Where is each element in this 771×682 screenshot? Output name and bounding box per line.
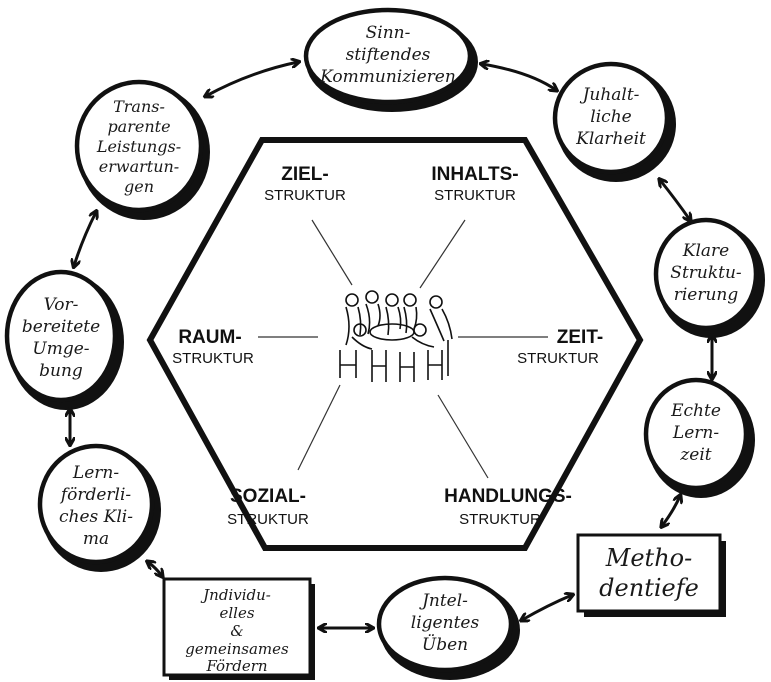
svg-text:stiftendes: stiftendes bbox=[346, 45, 431, 65]
svg-text:zeit: zeit bbox=[679, 445, 711, 465]
svg-text:Kommunizieren: Kommunizieren bbox=[319, 67, 456, 87]
transparente-leistungserwartungen-bubble: Trans- parente Leistungs- erwartun- gen bbox=[74, 79, 210, 220]
svg-text:Sinn-: Sinn- bbox=[366, 23, 411, 43]
sozial-structure-label: SOZIAL- STRUKTUR bbox=[227, 486, 309, 528]
hexagon-spokes bbox=[258, 219, 548, 479]
svg-text:STRUKTUR: STRUKTUR bbox=[517, 350, 599, 367]
svg-text:Fördern: Fördern bbox=[205, 657, 267, 675]
intelligentes-ueben-bubble: Jntel- ligentes Üben bbox=[376, 575, 520, 680]
svg-text:elles: elles bbox=[219, 604, 254, 622]
arrow-echte-methoden bbox=[662, 496, 680, 526]
lernfoerderliches-klima-bubble: Lern- förderli- ches Kli- ma bbox=[37, 443, 161, 572]
ziel-structure-label: ZIEL- STRUKTUR bbox=[264, 164, 346, 204]
group-of-people-icon bbox=[339, 290, 453, 382]
svg-text:Umge-: Umge- bbox=[32, 339, 89, 359]
svg-text:ZEIT-: ZEIT- bbox=[557, 327, 603, 348]
raum-structure-label: RAUM- STRUKTUR bbox=[172, 327, 254, 367]
svg-text:ligentes: ligentes bbox=[411, 613, 480, 633]
svg-text:Trans-: Trans- bbox=[113, 97, 165, 116]
svg-text:SOZIAL-: SOZIAL- bbox=[230, 486, 306, 507]
arrow-individuelles-lernfoerderliches bbox=[148, 562, 162, 576]
svg-text:Metho-: Metho- bbox=[605, 544, 692, 572]
echte-lernzeit-bubble: Echte Lern- zeit bbox=[643, 377, 755, 498]
sinnstiftendes-kommunizieren-bubble: Sinn- stiftendes Kommunizieren bbox=[303, 7, 478, 112]
svg-text:Jntel-: Jntel- bbox=[419, 591, 468, 611]
arrow-sinnstiftendes-inhaltliche bbox=[482, 64, 556, 90]
svg-text:Üben: Üben bbox=[422, 634, 468, 655]
svg-text:liche: liche bbox=[590, 107, 631, 127]
svg-text:&: & bbox=[230, 622, 243, 640]
svg-text:förderli-: förderli- bbox=[59, 485, 132, 505]
svg-text:STRUKTUR: STRUKTUR bbox=[459, 511, 541, 528]
svg-text:STRUKTUR: STRUKTUR bbox=[172, 350, 254, 367]
svg-text:STRUKTUR: STRUKTUR bbox=[264, 187, 346, 204]
svg-text:parente: parente bbox=[107, 117, 170, 136]
individuelles-foerdern-box: Jndividu- elles & gemeinsames Fördern bbox=[162, 577, 315, 680]
svg-text:Vor-: Vor- bbox=[44, 295, 79, 315]
svg-text:bereitete: bereitete bbox=[22, 317, 100, 337]
svg-text:Lern-: Lern- bbox=[72, 463, 119, 483]
structure-hexagon bbox=[146, 137, 644, 551]
arrow-inhaltliche-klare bbox=[660, 180, 690, 220]
svg-text:Lern-: Lern- bbox=[672, 423, 719, 443]
inhalts-structure-label: INHALTS- STRUKTUR bbox=[431, 164, 518, 204]
vorbereitete-umgebung-bubble: Vor- bereitete Umge- bung bbox=[4, 269, 124, 410]
svg-text:Juhalt-: Juhalt- bbox=[580, 85, 640, 105]
svg-text:Leistungs-: Leistungs- bbox=[96, 137, 181, 156]
svg-text:dentiefe: dentiefe bbox=[599, 574, 699, 602]
svg-text:Klarheit: Klarheit bbox=[575, 129, 646, 149]
svg-text:HANDLUNGS-: HANDLUNGS- bbox=[444, 486, 572, 507]
svg-text:RAUM-: RAUM- bbox=[178, 327, 241, 348]
methodentiefe-box: Metho- dentiefe bbox=[576, 533, 726, 617]
svg-text:INHALTS-: INHALTS- bbox=[431, 164, 518, 185]
connecting-arrows bbox=[70, 62, 712, 628]
svg-text:gen: gen bbox=[124, 177, 154, 196]
handlungs-structure-label: HANDLUNGS- STRUKTUR bbox=[444, 486, 572, 528]
inhaltliche-klarheit-bubble: Juhalt- liche Klarheit bbox=[552, 61, 676, 182]
svg-text:Echte: Echte bbox=[670, 401, 721, 421]
svg-text:STRUKTUR: STRUKTUR bbox=[227, 511, 309, 528]
svg-text:erwartun-: erwartun- bbox=[99, 157, 179, 176]
svg-text:Jndividu-: Jndividu- bbox=[200, 586, 271, 604]
klare-strukturierung-bubble: Klare Struktu- rierung bbox=[653, 217, 765, 338]
arrow-transparente-sinnstiftendes bbox=[206, 62, 298, 96]
svg-text:ches Kli-: ches Kli- bbox=[59, 507, 133, 527]
svg-text:gemeinsames: gemeinsames bbox=[185, 640, 289, 658]
svg-text:Struktu-: Struktu- bbox=[670, 263, 742, 283]
zeit-structure-label: ZEIT- STRUKTUR bbox=[517, 327, 603, 367]
svg-text:ma: ma bbox=[83, 529, 109, 549]
svg-text:bung: bung bbox=[39, 361, 83, 381]
svg-text:Klare: Klare bbox=[682, 241, 729, 261]
svg-text:STRUKTUR: STRUKTUR bbox=[434, 187, 516, 204]
svg-text:rierung: rierung bbox=[674, 285, 739, 305]
arrow-methoden-intelligentes bbox=[522, 595, 572, 620]
svg-text:ZIEL-: ZIEL- bbox=[281, 164, 329, 185]
arrow-vorbereitete-transparente bbox=[74, 212, 96, 266]
